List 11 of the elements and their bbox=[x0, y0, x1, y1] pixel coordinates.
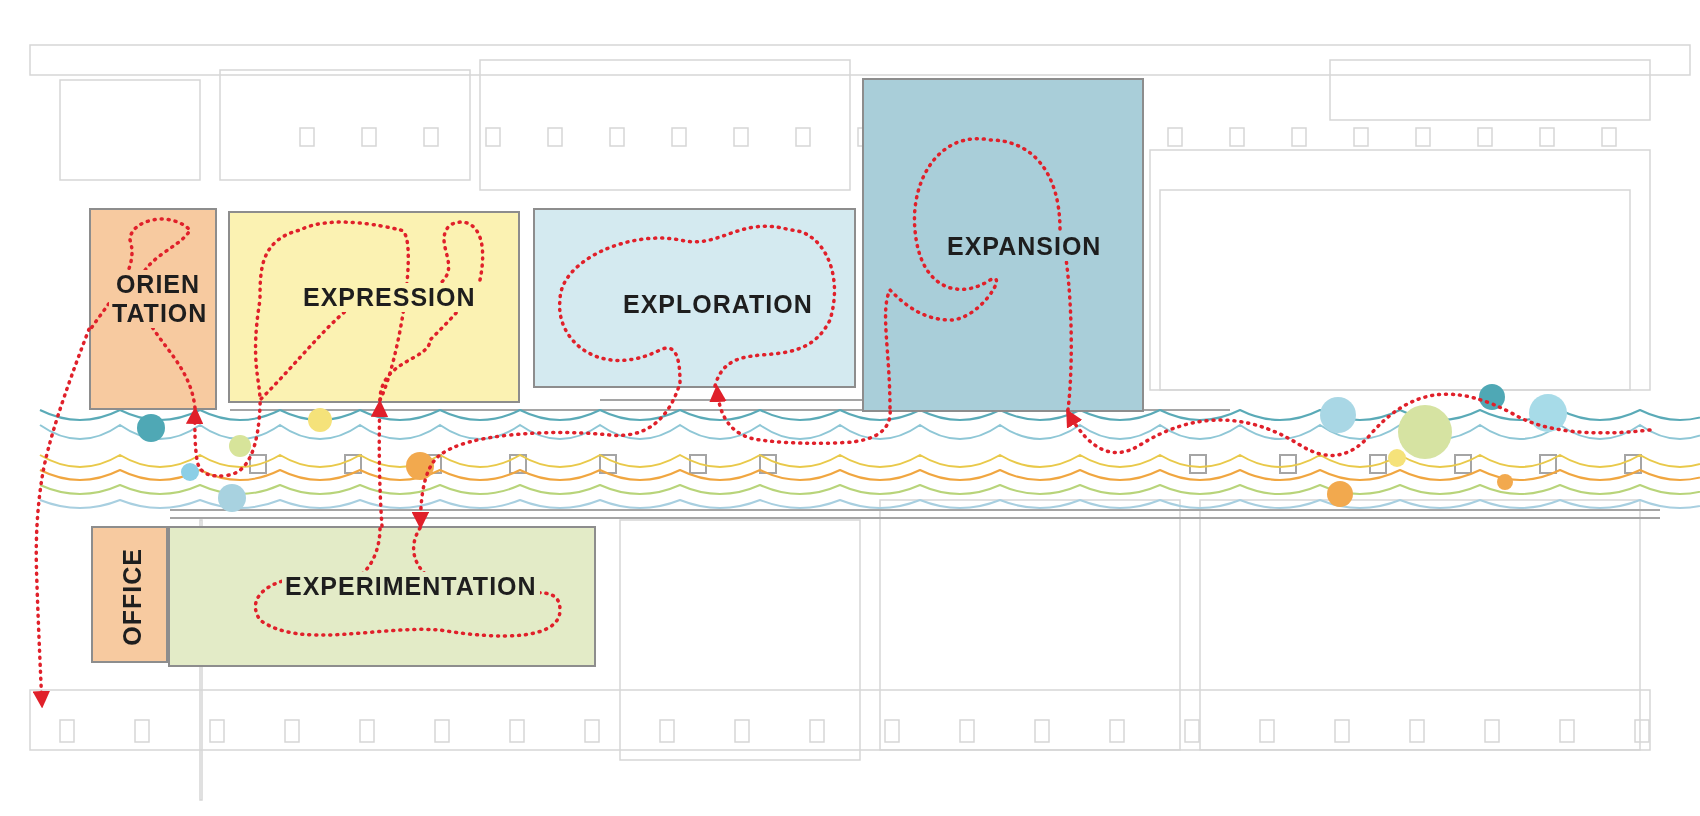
orientation-room bbox=[89, 208, 217, 410]
route-arrow bbox=[32, 327, 91, 709]
office-room bbox=[91, 526, 168, 663]
route-arrow bbox=[1066, 392, 1652, 458]
route-arrow bbox=[709, 384, 892, 446]
exploration-room bbox=[533, 208, 856, 388]
expression-room bbox=[228, 211, 520, 403]
route-arrow bbox=[186, 401, 262, 478]
expansion-room bbox=[862, 78, 1144, 412]
experimentation-room bbox=[168, 526, 596, 667]
room-label: ORIEN TATION bbox=[109, 270, 207, 328]
